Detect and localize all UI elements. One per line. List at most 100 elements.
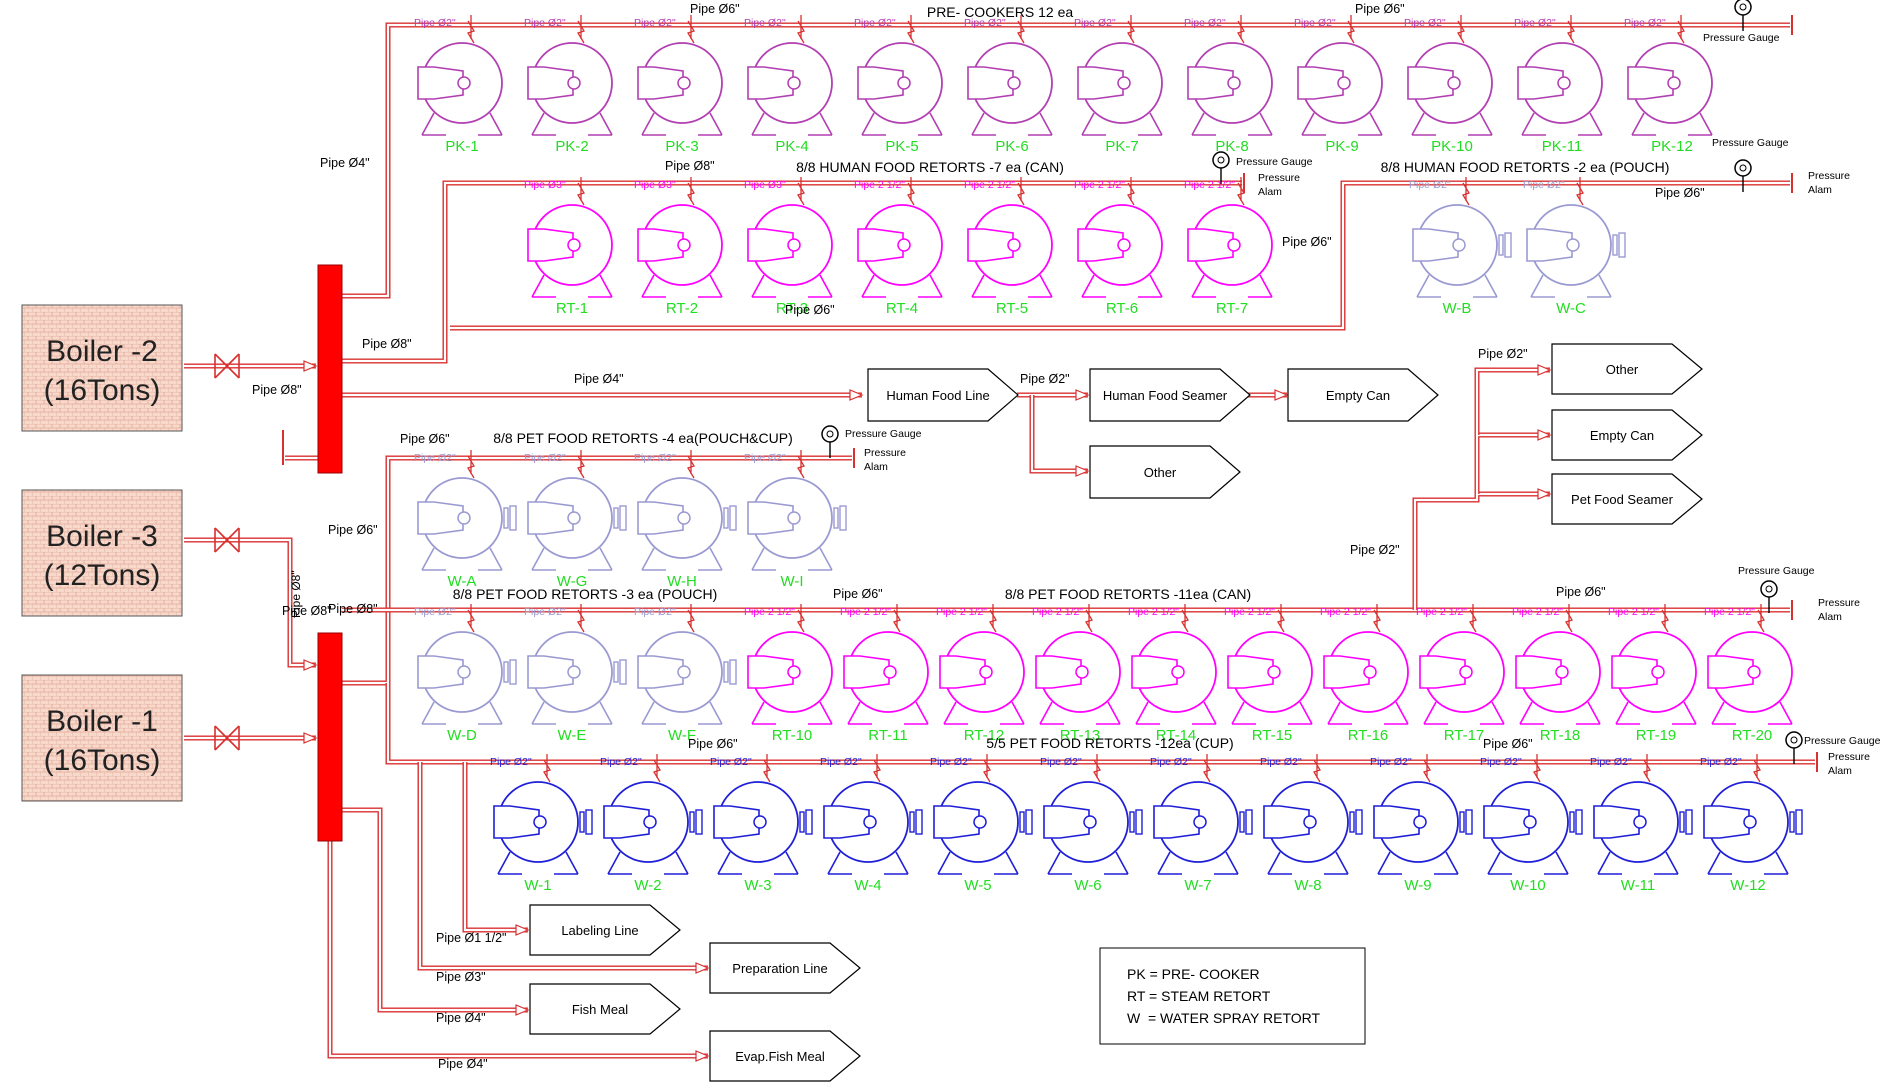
- machine-w_cup[interactable]: Pipe Ø2"W-9: [1370, 754, 1473, 894]
- machine-legs: [1191, 112, 1273, 136]
- destination-evap-fish-meal[interactable]: Evap.Fish Meal: [709, 1030, 861, 1082]
- machine-rt_hf[interactable]: Pipe Ø3"RT-1: [524, 177, 613, 317]
- machine-rt_hf[interactable]: Pipe Ø3"RT-3: [744, 177, 833, 317]
- machine-w_cup[interactable]: Pipe Ø2"W-12: [1700, 754, 1803, 894]
- machine-door: [1263, 805, 1310, 839]
- machine-port: [897, 76, 911, 90]
- machine-rt_hf[interactable]: Pipe Ø3"RT-2: [634, 177, 723, 317]
- machine-pk[interactable]: Pipe Ø2"PK-7: [1074, 15, 1163, 155]
- valve-icon[interactable]: [214, 353, 240, 379]
- machine-side-coupler: [833, 507, 839, 529]
- machine-rt_pf[interactable]: Pipe 2 1/2"RT-10: [744, 604, 833, 744]
- machine-w_cup[interactable]: Pipe Ø2"W-7: [1150, 754, 1253, 894]
- machine-w_cup[interactable]: Pipe Ø2"W-4: [820, 754, 923, 894]
- inlet-valve-icon: [1533, 754, 1541, 783]
- boiler-1[interactable]: Boiler -1(16Tons): [21, 674, 183, 802]
- destination-shape[interactable]: [1287, 368, 1439, 422]
- destination-shape[interactable]: [529, 983, 681, 1035]
- machine-pk[interactable]: Pipe Ø2"PK-3: [634, 15, 723, 155]
- destination-labeling-line[interactable]: Labeling Line: [529, 904, 681, 956]
- destination-human-food-seamer[interactable]: Human Food Seamer: [1089, 368, 1251, 422]
- machine-rt_pf[interactable]: Pipe 2 1/2"RT-17: [1416, 604, 1505, 744]
- inlet-valve-icon: [467, 450, 475, 479]
- destination-pet-food-seamer[interactable]: Pet Food Seamer: [1551, 473, 1703, 525]
- machine-rt_hf[interactable]: Pipe 2 1/2"RT-6: [1074, 177, 1163, 317]
- destination-other-1[interactable]: Other: [1089, 445, 1241, 499]
- destination-shape[interactable]: [1089, 445, 1241, 499]
- machine-w_hf[interactable]: Pipe Ø2"W-C: [1523, 177, 1626, 317]
- machine-pk[interactable]: Pipe Ø2"PK-1: [414, 15, 503, 155]
- machine-w_cup[interactable]: Pipe Ø2"W-6: [1040, 754, 1143, 894]
- destination-shape[interactable]: [709, 942, 861, 994]
- destination-shape[interactable]: [709, 1030, 861, 1082]
- destination-fish-meal[interactable]: Fish Meal: [529, 983, 681, 1035]
- machine-rt_pf[interactable]: Pipe 2 1/2"RT-20: [1704, 604, 1793, 744]
- machine-pipe-label: Pipe Ø3": [634, 179, 676, 191]
- legend-box: [1099, 947, 1366, 1045]
- machine-w_cup[interactable]: Pipe Ø2"W-3: [710, 754, 813, 894]
- inlet-valve-icon: [1469, 604, 1477, 633]
- machine-rt_pf[interactable]: Pipe 2 1/2"RT-16: [1320, 604, 1409, 744]
- machine-w_pf[interactable]: Pipe Ø2"W-E: [524, 604, 627, 744]
- destination-shape[interactable]: [867, 368, 1019, 422]
- boiler-box[interactable]: [21, 304, 183, 432]
- machine-rt_hf[interactable]: Pipe 2 1/2"RT-5: [964, 177, 1053, 317]
- valve-icon[interactable]: [214, 725, 240, 751]
- machine-w_cup[interactable]: Pipe Ø2"W-11: [1590, 754, 1693, 894]
- machine-port: [1743, 815, 1757, 829]
- machine-port: [753, 815, 767, 829]
- machine-w_pc[interactable]: Pipe Ø2"W-H: [634, 450, 737, 590]
- machine-rt_hf[interactable]: Pipe 2 1/2"RT-4: [854, 177, 943, 317]
- destination-shape[interactable]: [1551, 473, 1703, 525]
- machine-pk[interactable]: Pipe Ø2"PK-6: [964, 15, 1053, 155]
- destination-human-food-line[interactable]: Human Food Line: [867, 368, 1019, 422]
- machine-w_pc[interactable]: Pipe Ø2"W-G: [524, 450, 627, 590]
- boiler-3[interactable]: Boiler -3(12Tons): [21, 489, 183, 617]
- machine-pk[interactable]: Pipe Ø2"PK-10: [1404, 15, 1493, 155]
- machine-rt_pf[interactable]: Pipe 2 1/2"RT-13: [1032, 604, 1121, 744]
- machine-rt_pf[interactable]: Pipe 2 1/2"RT-14: [1128, 604, 1217, 744]
- machine-rt_pf[interactable]: Pipe 2 1/2"RT-11: [840, 604, 929, 744]
- machine-w_hf[interactable]: Pipe Ø2"W-B: [1409, 177, 1512, 317]
- machine-w_cup[interactable]: Pipe Ø2"W-5: [930, 754, 1033, 894]
- machine-rt_pf[interactable]: Pipe 2 1/2"RT-19: [1608, 604, 1697, 744]
- destination-empty-can-2[interactable]: Empty Can: [1551, 409, 1703, 461]
- machine-rt_pf[interactable]: Pipe 2 1/2"RT-15: [1224, 604, 1313, 744]
- machine-w_pc[interactable]: Pipe Ø2"W-A: [414, 450, 517, 590]
- machine-w_pf[interactable]: Pipe Ø2"W-D: [414, 604, 517, 744]
- machine-pk[interactable]: Pipe Ø2"PK-2: [524, 15, 613, 155]
- destination-shape[interactable]: [1089, 368, 1251, 422]
- destination-preparation-line[interactable]: Preparation Line: [709, 942, 861, 994]
- section-title-precookers: PRE- COOKERS 12 ea: [927, 4, 1073, 20]
- machine-pk[interactable]: Pipe Ø2"PK-11: [1514, 15, 1603, 155]
- boiler-2[interactable]: Boiler -2(16Tons): [21, 304, 183, 432]
- machine-pk[interactable]: Pipe Ø2"PK-5: [854, 15, 943, 155]
- machine-w_pf[interactable]: Pipe Ø2"W-F: [634, 604, 737, 744]
- destination-other-2[interactable]: Other: [1551, 343, 1703, 395]
- machine-w_cup[interactable]: Pipe Ø2"W-1: [490, 754, 593, 894]
- boiler-box[interactable]: [21, 674, 183, 802]
- machine-pk[interactable]: Pipe Ø2"PK-8: [1184, 15, 1273, 155]
- machine-w_cup[interactable]: Pipe Ø2"W-2: [600, 754, 703, 894]
- machine-pk[interactable]: Pipe Ø2"PK-9: [1294, 15, 1383, 155]
- valve-icon[interactable]: [214, 527, 240, 553]
- machine-door: [527, 66, 574, 100]
- machine-rt_pf[interactable]: Pipe 2 1/2"RT-12: [936, 604, 1025, 744]
- destination-shape[interactable]: [529, 904, 681, 956]
- machine-w_pc[interactable]: Pipe Ø2"W-I: [744, 450, 847, 590]
- section-title-hf-pouch: 8/8 HUMAN FOOD RETORTS -2 ea (POUCH): [1381, 159, 1670, 175]
- machine-side-pump: [1504, 232, 1512, 258]
- pipe-label: Pipe Ø8": [328, 602, 378, 616]
- destination-shape[interactable]: [1551, 409, 1703, 461]
- machine-w_cup[interactable]: Pipe Ø2"W-10: [1480, 754, 1583, 894]
- destination-shape[interactable]: [1551, 343, 1703, 395]
- inlet-valve-icon: [907, 15, 915, 44]
- machine-legs: [937, 851, 1019, 875]
- machine-w_cup[interactable]: Pipe Ø2"W-8: [1260, 754, 1363, 894]
- machine-pk[interactable]: Pipe Ø2"PK-12: [1624, 15, 1713, 155]
- destination-empty-can-1[interactable]: Empty Can: [1287, 368, 1439, 422]
- boiler-box[interactable]: [21, 489, 183, 617]
- machine-pk[interactable]: Pipe Ø2"PK-4: [744, 15, 833, 155]
- machine-rt_pf[interactable]: Pipe 2 1/2"RT-18: [1512, 604, 1601, 744]
- machine-rt_hf[interactable]: Pipe 2 1/2"RT-7: [1184, 177, 1273, 317]
